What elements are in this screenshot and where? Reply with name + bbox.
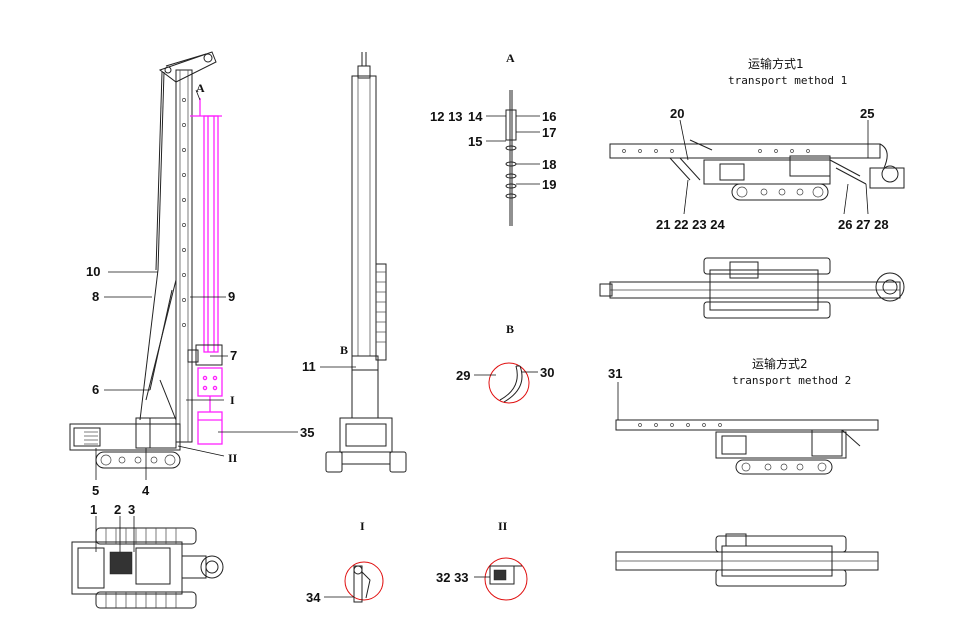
transport-method-1-en: transport method 1 — [728, 74, 847, 87]
view-label-A-detail: A — [506, 51, 515, 65]
label-2: 2 — [114, 502, 121, 517]
label-10: 10 — [86, 264, 100, 279]
label-5: 5 — [92, 483, 99, 498]
transport2-side-view — [615, 419, 879, 475]
transport1-side-view — [609, 139, 905, 201]
label-26-28: 26 27 28 — [838, 217, 889, 232]
view-label-A-top: A — [196, 81, 205, 95]
leader-26 — [843, 183, 849, 215]
leader-21-24 — [683, 179, 689, 215]
view-label-B-detail: B — [506, 322, 514, 336]
label-12-13: 12 13 — [430, 109, 463, 124]
label-35: 35 — [300, 425, 314, 440]
label-34: 34 — [306, 590, 321, 605]
view-label-I-main: I — [230, 393, 235, 407]
label-14: 14 — [468, 109, 483, 124]
label-18: 18 — [542, 157, 556, 172]
leader-20 — [679, 119, 689, 161]
transport-method-2-cn: 运输方式2 — [752, 356, 808, 371]
view-label-I-detail: I — [360, 519, 365, 533]
label-20: 20 — [670, 106, 684, 121]
label-16: 16 — [542, 109, 556, 124]
rig-side-view — [69, 51, 223, 469]
view-label-II-detail: II — [498, 519, 508, 533]
label-17: 17 — [542, 125, 556, 140]
detail-A-leaders — [486, 115, 540, 185]
label-15: 15 — [468, 134, 482, 149]
label-31: 31 — [608, 366, 622, 381]
label-9: 9 — [228, 289, 235, 304]
transport2-top-view — [615, 533, 879, 587]
label-30: 30 — [540, 365, 554, 380]
label-21-24: 21 22 23 24 — [656, 217, 725, 232]
view-label-B-main: B — [340, 343, 348, 357]
label-32-33: 32 33 — [436, 570, 469, 585]
label-6: 6 — [92, 382, 99, 397]
label-4: 4 — [142, 483, 150, 498]
label-3: 3 — [128, 502, 135, 517]
label-1: 1 — [90, 502, 97, 517]
view-label-II-main: II — [228, 451, 238, 465]
rig-top-view — [71, 527, 224, 609]
label-7: 7 — [230, 348, 237, 363]
label-11: 11 — [302, 359, 316, 374]
detail-B — [488, 362, 530, 404]
detail-I — [344, 561, 384, 603]
transport-method-1-cn: 运输方式1 — [748, 56, 804, 71]
label-19: 19 — [542, 177, 556, 192]
leader-27-28 — [865, 183, 869, 215]
detail-II — [484, 557, 528, 601]
label-29: 29 — [456, 368, 470, 383]
detail-A — [505, 90, 517, 226]
rig-rear-view — [325, 52, 407, 473]
label-8: 8 — [92, 289, 99, 304]
transport1-top-view — [599, 257, 905, 319]
label-25: 25 — [860, 106, 874, 121]
side-view-leaders — [95, 89, 298, 480]
transport-method-2-en: transport method 2 — [732, 374, 851, 387]
